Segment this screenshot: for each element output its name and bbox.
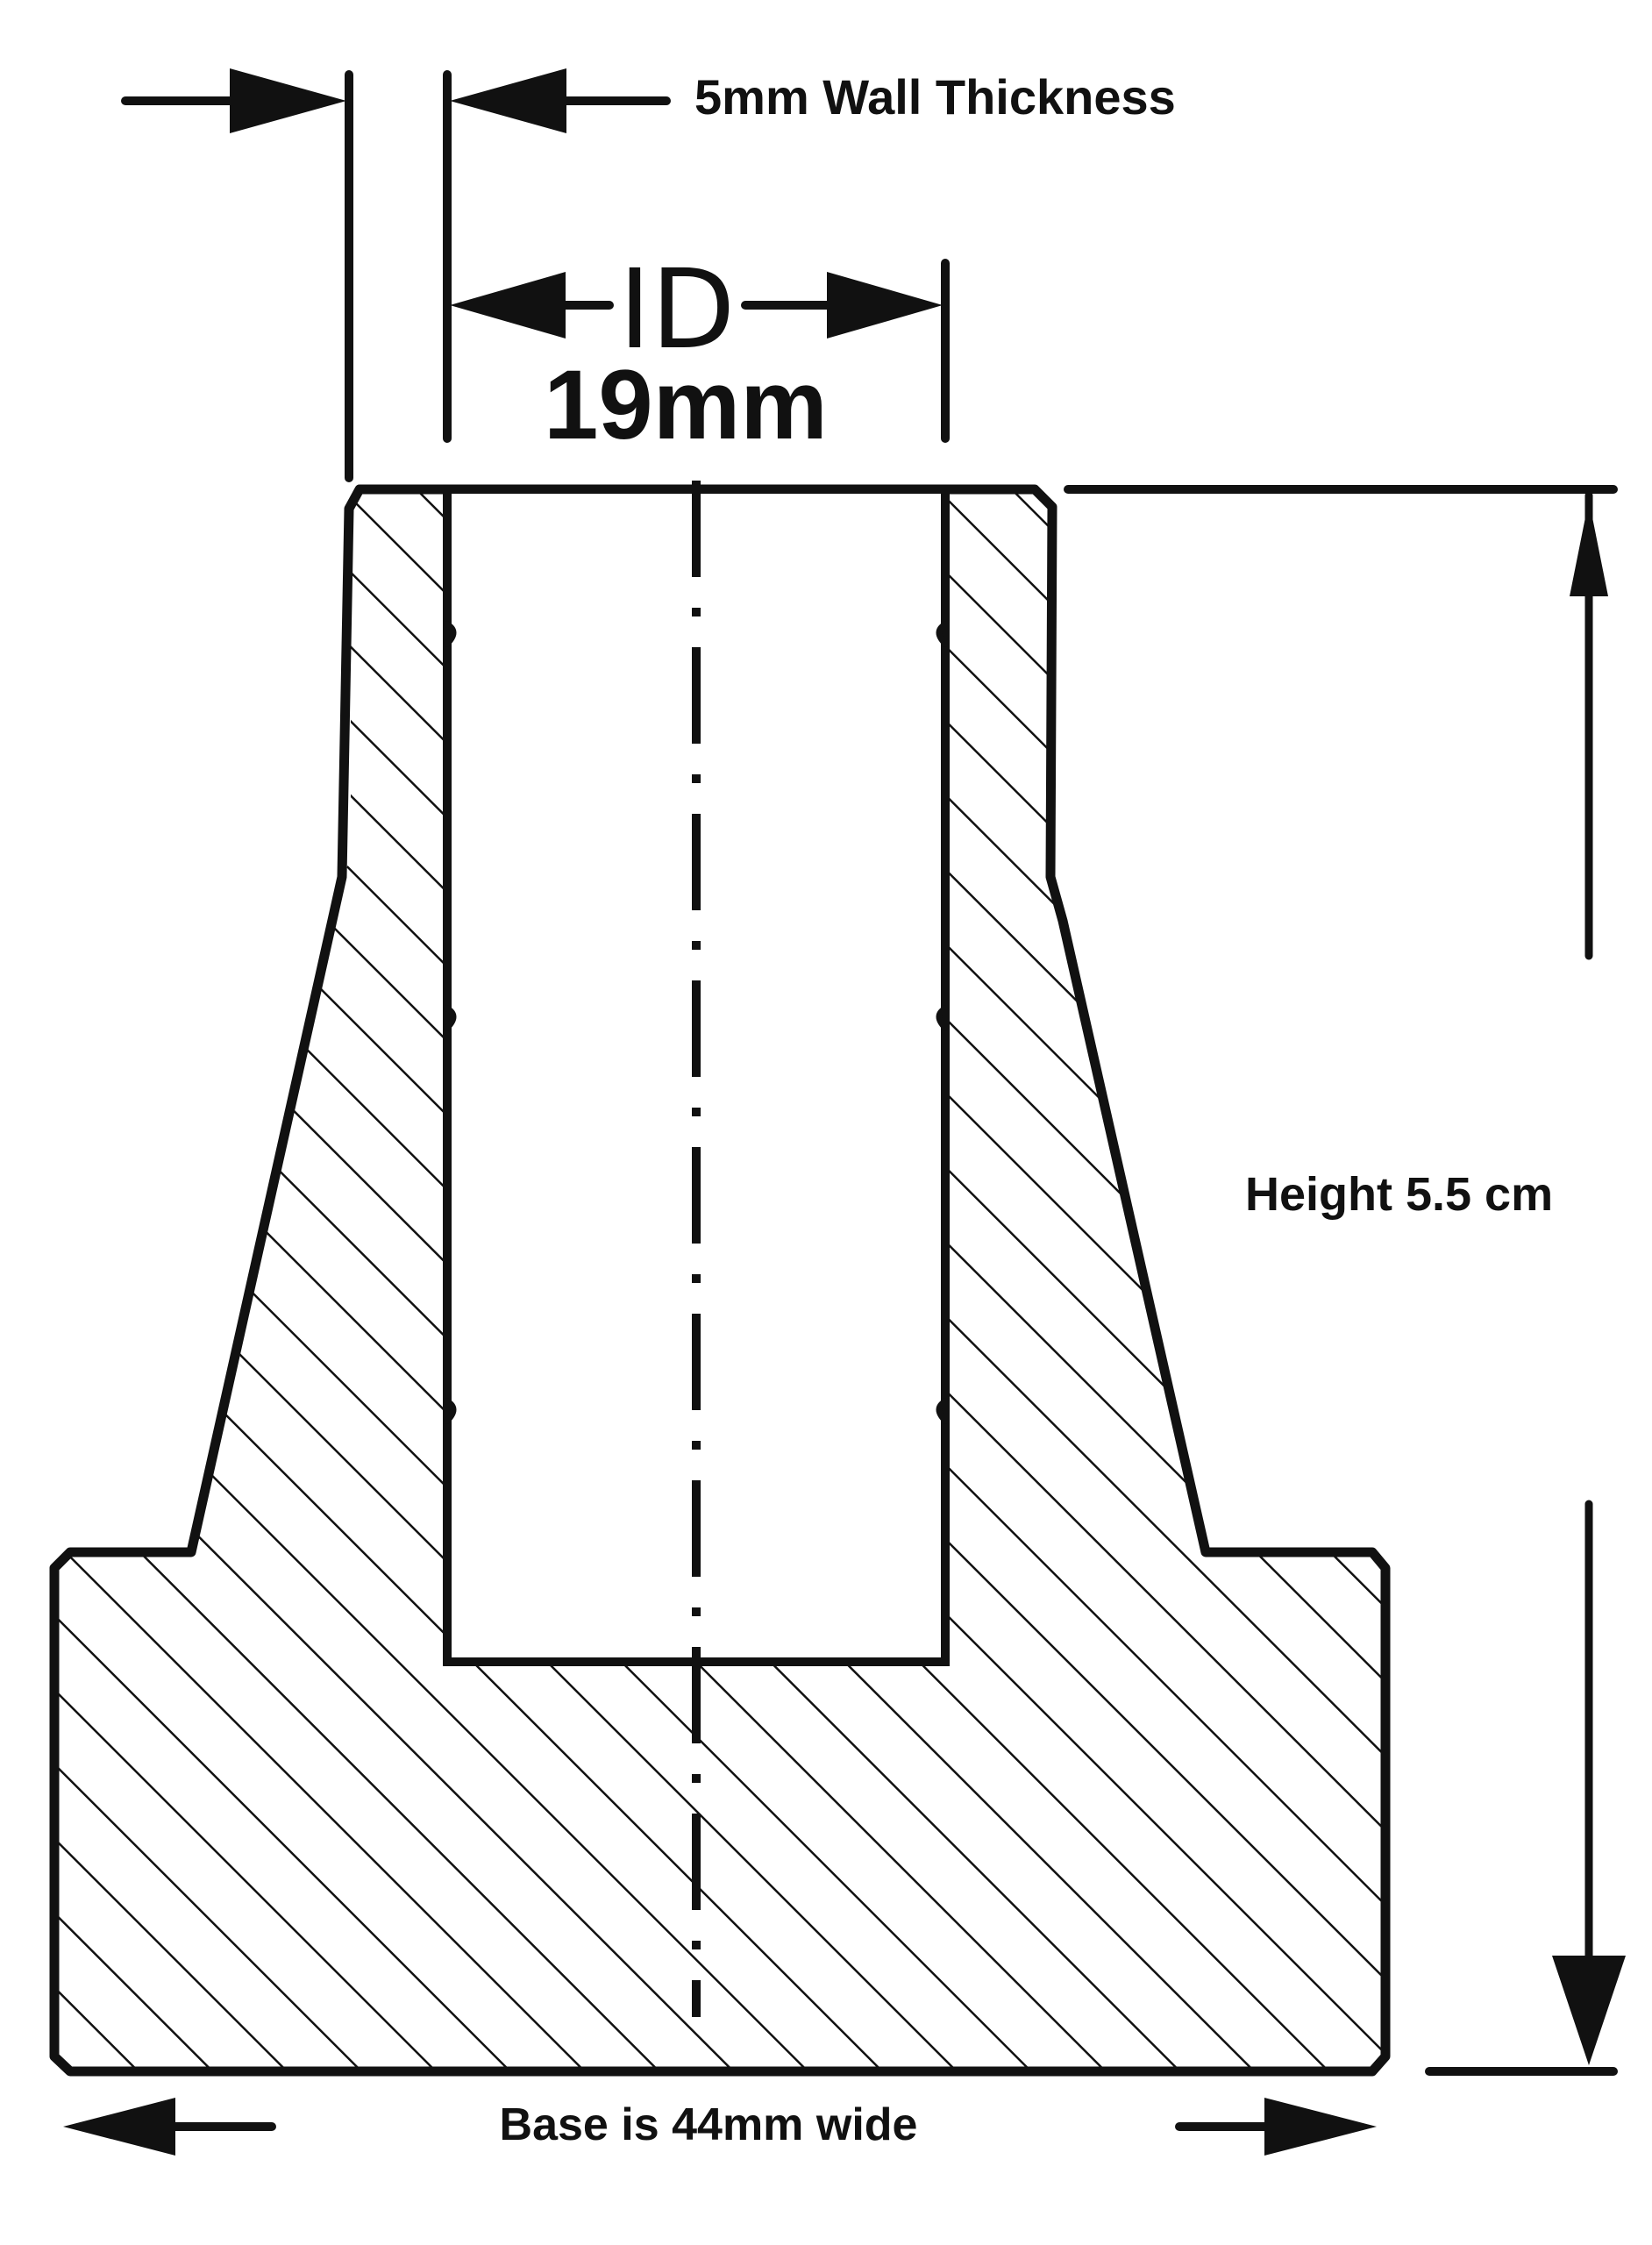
wall-nicks — [444, 621, 949, 1424]
id-symbol-label: ID — [618, 246, 735, 374]
id-dimension — [450, 259, 950, 443]
wall-thickness-label: 5mm Wall Thickness — [694, 69, 1176, 125]
height-dimension — [1064, 485, 1626, 2076]
wall-thickness-dimension — [121, 68, 671, 482]
base-width-dimension — [63, 2098, 1377, 2156]
height-label: Height 5.5 cm — [1245, 1168, 1553, 1221]
id-value-label: 19mm — [544, 350, 828, 460]
part-outline — [49, 484, 1391, 2077]
base-width-label: Base is 44mm wide — [500, 2099, 918, 2150]
